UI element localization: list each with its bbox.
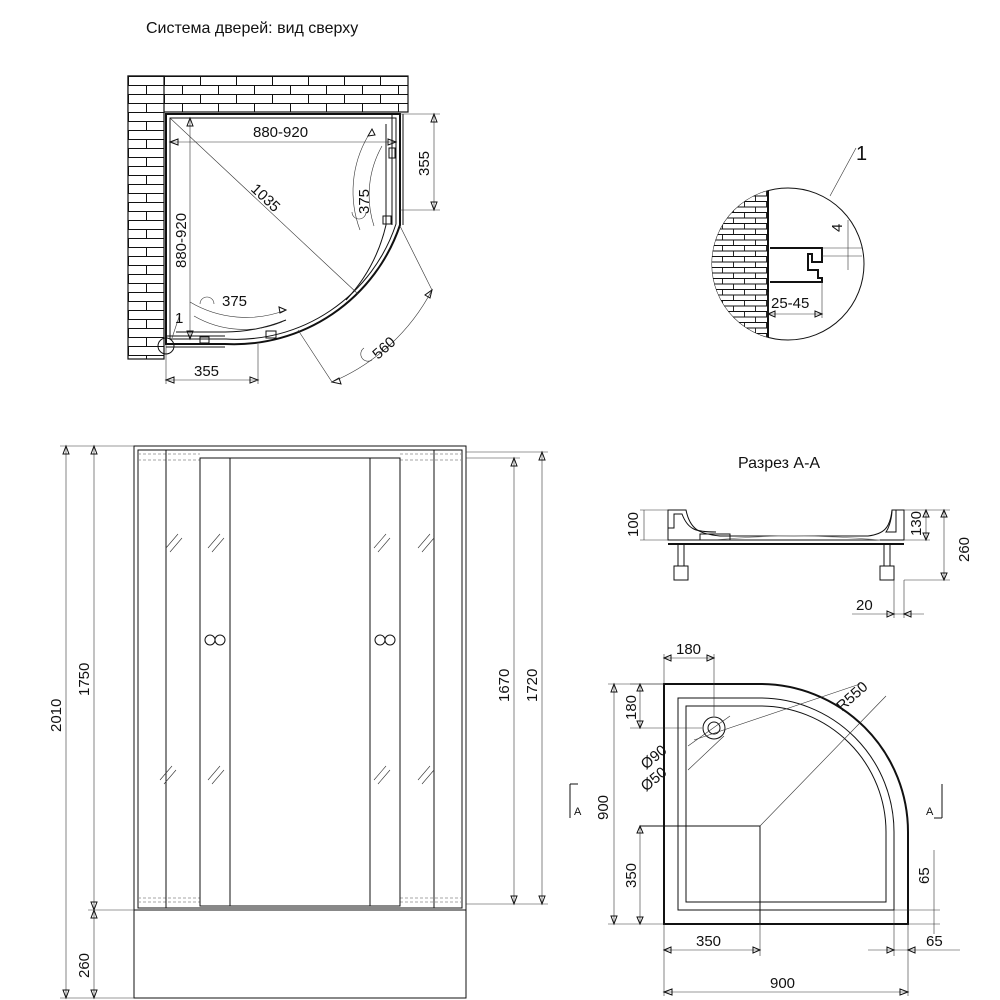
border-v-label: 65 bbox=[916, 867, 933, 884]
tray-section bbox=[667, 509, 905, 541]
drain-y-label: 180 bbox=[623, 695, 640, 720]
front-handles bbox=[204, 634, 396, 646]
detail-gap-label: 4 bbox=[829, 224, 846, 232]
door-right bbox=[369, 457, 401, 907]
border-h-label: 65 bbox=[926, 933, 943, 950]
diag-dim-label: 1035 bbox=[247, 180, 283, 215]
section-view: Разрез А-А 100 130 260 20 bbox=[625, 455, 973, 618]
radius-label: R550 bbox=[833, 678, 871, 715]
panel-height-label: 1670 bbox=[496, 669, 513, 702]
wall-left bbox=[127, 75, 165, 360]
detail-view: 4 25-45 1 bbox=[711, 143, 867, 341]
door-right-dim-label: 355 bbox=[416, 151, 433, 176]
drain-outer bbox=[702, 716, 726, 740]
detail-range-label: 25-45 bbox=[771, 295, 809, 312]
section-title: Разрез А-А bbox=[738, 455, 820, 472]
section-mark-right: A bbox=[926, 806, 934, 818]
plan-width-label: 900 bbox=[770, 975, 795, 992]
flat-depth-label: 350 bbox=[623, 863, 640, 888]
glass-reflections bbox=[159, 533, 435, 785]
door-left bbox=[199, 457, 231, 907]
drain-inner-label: Ø50 bbox=[638, 764, 671, 795]
tray-feet bbox=[673, 544, 895, 581]
section-depth-label: 100 bbox=[625, 512, 642, 537]
section-total-label: 260 bbox=[956, 537, 973, 562]
detail-profile bbox=[770, 247, 823, 283]
width-dim-label: 880-920 bbox=[253, 124, 308, 141]
callout-circle bbox=[157, 337, 175, 355]
detail-callout-label: 1 bbox=[856, 143, 867, 165]
drain-inner bbox=[707, 721, 721, 735]
drain-x-label: 180 bbox=[676, 641, 701, 658]
arc-bottom-dim-label: 375 bbox=[222, 293, 247, 310]
section-rim-label: 130 bbox=[908, 511, 925, 536]
total-height-label: 2010 bbox=[48, 699, 65, 732]
top-view-title: Система дверей: вид сверху bbox=[146, 20, 358, 37]
profile-bottom bbox=[166, 335, 225, 348]
section-mark-left: A bbox=[574, 806, 582, 818]
cabin-outline bbox=[133, 445, 467, 999]
door-bottom-dim-label: 355 bbox=[194, 363, 219, 380]
plan-depth-label: 900 bbox=[595, 795, 612, 820]
tray-plan-inner bbox=[677, 697, 895, 911]
callout-label: 1 bbox=[175, 310, 183, 327]
top-view: Система дверей: вид сверху 880-920 880-9… bbox=[127, 20, 440, 385]
door-handles bbox=[199, 147, 396, 344]
front-view: 2010 1750 260 1670 1720 bbox=[48, 444, 548, 1000]
profile-right bbox=[391, 114, 404, 225]
enclosure-inner bbox=[169, 117, 397, 340]
flat-width-label: 350 bbox=[696, 933, 721, 950]
glass-height-label: 1750 bbox=[76, 663, 93, 696]
tray-height-label: 260 bbox=[76, 953, 93, 978]
plan-view: 180 180 R550 Ø90 Ø50 900 350 350 900 65 bbox=[569, 641, 960, 996]
depth-dim-label: 880-920 bbox=[173, 213, 190, 268]
wall-top bbox=[127, 75, 409, 113]
door-leaf-bottom bbox=[176, 319, 287, 333]
enclosure-outline bbox=[165, 113, 401, 346]
tray-plan-outer bbox=[663, 683, 909, 925]
tray-front bbox=[133, 909, 467, 999]
section-foot-label: 20 bbox=[856, 597, 873, 614]
door-leaf-right bbox=[345, 124, 387, 301]
door-height-label: 1720 bbox=[524, 669, 541, 702]
arc-right-dim-label: 375 bbox=[356, 189, 373, 214]
